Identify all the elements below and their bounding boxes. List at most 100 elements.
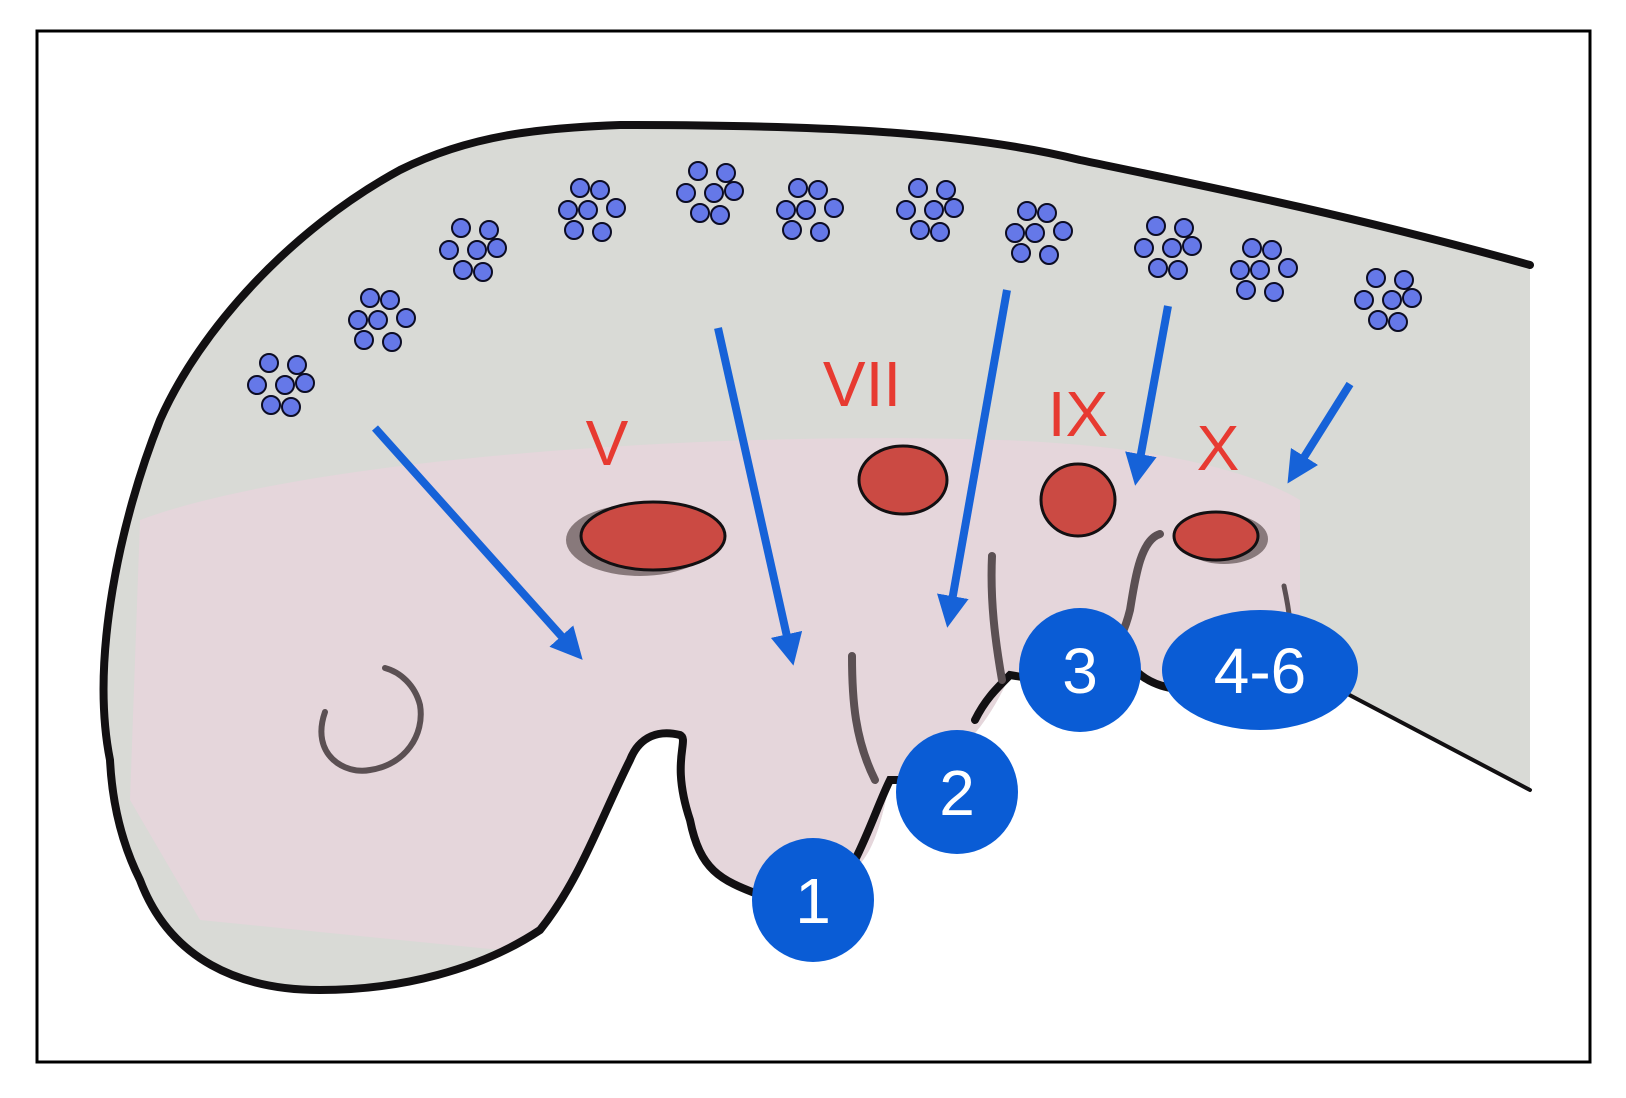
neural-crest-cell-icon	[908, 178, 928, 198]
neural-crest-cell-icon	[1250, 260, 1270, 280]
neural-crest-cells	[247, 161, 1422, 417]
neural-crest-cell-icon	[824, 198, 844, 218]
neural-crest-cell-icon	[1394, 270, 1414, 290]
neural-crest-cell-icon	[688, 161, 708, 181]
neural-crest-cell-icon	[439, 240, 459, 260]
arch-label-1: 1	[795, 865, 831, 937]
neural-crest-cell-icon	[360, 288, 380, 308]
arch-badge-4-6	[1162, 610, 1358, 730]
neural-crest-cell-icon	[1382, 290, 1402, 310]
arch2-outline	[971, 670, 1044, 724]
cranial-ganglia	[566, 444, 1268, 576]
cell-cluster	[1134, 216, 1202, 280]
ganglion-labels: V VII IX X	[586, 348, 1240, 484]
neural-crest-cell-icon	[1168, 260, 1188, 280]
neural-crest-cell-icon	[910, 220, 930, 240]
neural-crest-cell-icon	[590, 180, 610, 200]
neural-crest-cell-icon	[1134, 238, 1154, 258]
cell-cluster	[247, 353, 315, 417]
neural-crest-cell-icon	[1388, 312, 1408, 332]
arch-badge-2	[896, 730, 1018, 854]
posterior-outline	[1338, 688, 1532, 792]
migration-arrow-icon	[1125, 305, 1172, 486]
neural-crest-cell-icon	[1162, 238, 1182, 258]
neural-crest-cell-icon	[467, 240, 487, 260]
neural-crest-cell-icon	[259, 353, 279, 373]
neural-crest-cell-icon	[808, 180, 828, 200]
ganglion-vii	[857, 444, 949, 516]
neural-crest-cell-icon	[1025, 223, 1045, 243]
ganglion-label-vii: VII	[823, 348, 901, 420]
arch1-outline	[851, 776, 929, 864]
neural-crest-cell-icon	[1402, 288, 1422, 308]
neural-crest-cell-icon	[896, 200, 916, 220]
neural-crest-cell-icon	[451, 218, 471, 238]
neural-crest-cell-icon	[724, 181, 744, 201]
neural-crest-cell-icon	[558, 200, 578, 220]
neural-crest-cell-icon	[473, 262, 493, 282]
neural-crest-cell-icon	[487, 238, 507, 258]
neural-crest-cell-icon	[261, 395, 281, 415]
neural-crest-cell-icon	[924, 200, 944, 220]
neural-crest-cell-icon	[710, 205, 730, 225]
pharyngeal-arch-labels: 1 2 3 4-6	[795, 635, 1306, 937]
neural-crest-cell-icon	[1366, 268, 1386, 288]
arch-label-4-6: 4-6	[1214, 635, 1307, 707]
neural-crest-cell-icon	[1368, 310, 1388, 330]
neural-crest-cell-icon	[1037, 203, 1057, 223]
neural-crest-cell-icon	[776, 200, 796, 220]
migration-arrow-icon	[372, 425, 583, 660]
neural-crest-cell-icon	[944, 198, 964, 218]
neural-crest-cell-icon	[782, 220, 802, 240]
neural-crest-cell-icon	[564, 220, 584, 240]
neural-crest-cell-icon	[1236, 280, 1256, 300]
neural-crest-cell-icon	[380, 290, 400, 310]
ganglion-label-v: V	[586, 407, 629, 479]
cell-cluster	[1230, 238, 1298, 302]
ganglion-ix	[1039, 462, 1117, 538]
neural-crest-cell-icon	[453, 260, 473, 280]
embryo-outline	[99, 121, 1534, 994]
neural-crest-cell-icon	[810, 222, 830, 242]
optic-placode-icon	[318, 665, 424, 774]
cell-cluster	[1354, 268, 1422, 332]
neural-crest-cell-icon	[247, 375, 267, 395]
ganglion-label-ix: IX	[1048, 378, 1108, 450]
neural-crest-cell-icon	[1182, 236, 1202, 256]
migration-arrows	[372, 289, 1354, 666]
neural-crest-cell-icon	[275, 375, 295, 395]
neural-crest-cell-icon	[1011, 243, 1031, 263]
neural-crest-cell-icon	[1174, 218, 1194, 238]
ganglion-label-x: X	[1197, 412, 1240, 484]
arch-label-2: 2	[939, 757, 975, 829]
neural-crest-cell-icon	[788, 178, 808, 198]
neural-crest-cell-icon	[936, 180, 956, 200]
cell-cluster	[896, 178, 964, 242]
arch-badge-1	[752, 838, 874, 962]
neural-crest-cell-icon	[1053, 221, 1073, 241]
neural-crest-cell-icon	[676, 183, 696, 203]
neural-crest-cell-icon	[368, 310, 388, 330]
neural-crest-cell-icon	[1005, 223, 1025, 243]
neural-crest-cell-icon	[354, 330, 374, 350]
neural-crest-cell-icon	[348, 310, 368, 330]
neural-crest-cell-icon	[287, 355, 307, 375]
cell-cluster	[558, 178, 626, 242]
neural-crest-cell-icon	[382, 332, 402, 352]
neural-crest-cell-icon	[479, 220, 499, 240]
neural-crest-cell-icon	[1278, 258, 1298, 278]
neural-crest-cell-icon	[1354, 290, 1374, 310]
neural-crest-cell-icon	[1148, 258, 1168, 278]
migration-arrow-icon	[937, 289, 1011, 628]
neural-crest-cell-icon	[704, 183, 724, 203]
neural-crest-cell-icon	[295, 373, 315, 393]
neural-crest-cell-icon	[570, 178, 590, 198]
neural-crest-cell-icon	[1039, 245, 1059, 265]
neural-crest-cell-icon	[716, 163, 736, 183]
migration-arrow-icon	[1287, 381, 1354, 484]
neural-crest-cell-icon	[1262, 240, 1282, 260]
ganglion-x	[1172, 510, 1260, 562]
neural-crest-cell-icon	[396, 308, 416, 328]
neural-crest-cell-icon	[1017, 201, 1037, 221]
